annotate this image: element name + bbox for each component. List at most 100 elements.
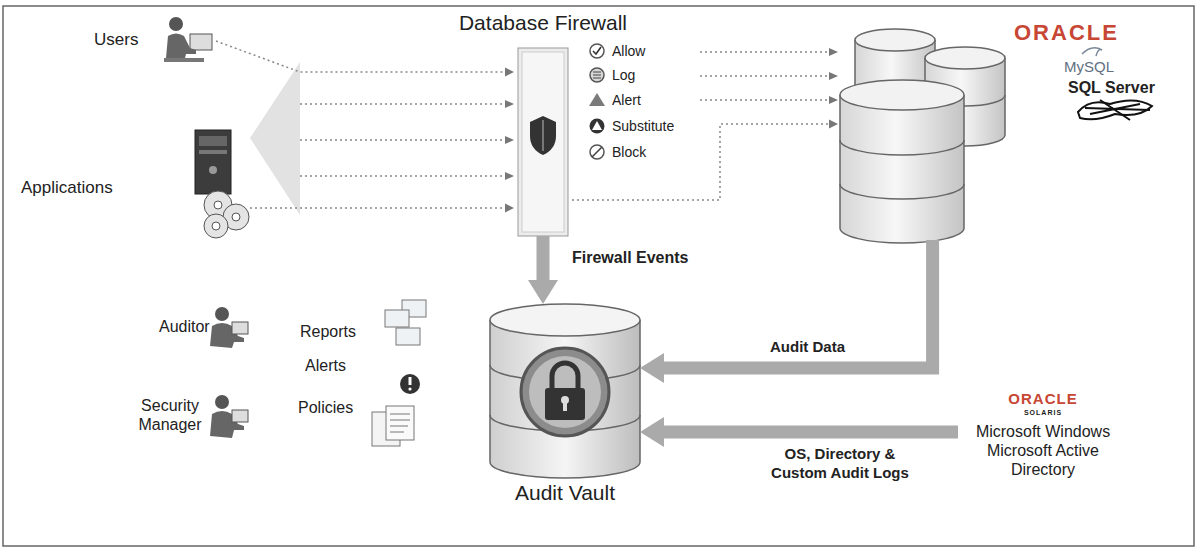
traffic-line — [300, 139, 505, 141]
disc-icon — [204, 191, 249, 238]
connector-line — [250, 207, 506, 209]
server-icon — [199, 150, 227, 154]
traffic-arrow — [216, 41, 514, 77]
scribbled-logo — [1085, 100, 1150, 120]
node-title: Users — [94, 30, 138, 50]
traffic-arrow — [250, 204, 514, 213]
user-icon — [164, 17, 212, 62]
server-icon — [195, 130, 231, 194]
lock-icon — [545, 388, 585, 420]
report-item: Reports — [300, 322, 356, 341]
database-cylinder — [840, 140, 964, 155]
action-icon — [593, 72, 601, 78]
arrow-head — [505, 68, 514, 77]
action-icon — [592, 121, 602, 130]
edge-label: Firewall Events — [572, 248, 689, 267]
user-icon — [166, 34, 196, 63]
auditor-role: Auditor — [155, 305, 214, 350]
fan-triangle — [250, 62, 300, 215]
action-substitute: Substitute — [612, 118, 674, 135]
user-icon — [164, 58, 204, 62]
application-group: Applications — [15, 128, 250, 238]
traffic-line — [700, 99, 829, 101]
node-title: Applications — [21, 178, 113, 198]
report-screens — [396, 328, 420, 345]
arrow-head — [829, 72, 838, 80]
action-icon — [590, 68, 604, 82]
policy-documents — [372, 406, 414, 446]
scribbled-logo — [1078, 100, 1152, 119]
report-screens — [385, 310, 409, 327]
action-log: Log — [612, 67, 635, 84]
firewall-device — [518, 48, 568, 236]
connector-line — [537, 236, 550, 281]
database-cylinder — [840, 95, 964, 243]
database-cylinder — [925, 47, 1005, 69]
lock-icon — [521, 348, 609, 436]
lock-icon — [563, 402, 567, 411]
alert-icon — [400, 374, 420, 394]
traffic-line — [700, 75, 829, 77]
node-title: Security Manager — [134, 396, 206, 434]
lock-icon — [529, 356, 601, 428]
action-alert: Alert — [612, 92, 641, 109]
policy-documents — [386, 406, 414, 440]
alert-icon — [400, 374, 420, 394]
arrow-head — [505, 100, 514, 108]
node-title: ORACLE — [1014, 20, 1119, 46]
node-text: Microsoft Windows — [958, 422, 1128, 441]
action-icon — [590, 44, 604, 58]
action-block: Block — [612, 144, 646, 161]
traffic-line — [300, 175, 505, 177]
node-text: SQL Server — [1068, 78, 1155, 97]
policy-item: Policies — [298, 398, 353, 417]
database-cylinder — [840, 184, 964, 199]
node-title: ORACLE — [958, 390, 1128, 408]
node-title: Auditor — [159, 317, 210, 336]
action-icon — [590, 119, 605, 134]
firewall-device — [530, 116, 556, 155]
firewall-box: Database Firewall — [514, 46, 572, 236]
node-text: Microsoft Active Directory — [958, 441, 1128, 479]
disc-icon — [212, 222, 220, 230]
action-icon — [589, 93, 605, 106]
server-icon — [209, 166, 217, 174]
arrow-head — [640, 353, 664, 383]
firewall-device — [518, 48, 568, 236]
firewall-device — [542, 120, 544, 151]
database-cylinder — [840, 29, 1005, 243]
edge-label: OS, Directory & Custom Audit Logs — [765, 444, 915, 482]
arrow-head — [829, 48, 838, 56]
security-manager-icon — [215, 395, 229, 409]
arrow-head — [505, 204, 514, 213]
security-manager-icon — [232, 410, 248, 422]
audit-vault-cylinder — [490, 320, 640, 478]
database-cylinder — [855, 29, 935, 51]
arrow-head — [829, 120, 838, 129]
alert-icon — [408, 387, 411, 390]
arrow-head — [505, 136, 514, 144]
connector-line — [572, 124, 830, 200]
disc-icon — [214, 201, 222, 209]
user-icon — [169, 17, 183, 31]
database-cylinder — [840, 80, 964, 110]
action-icon — [590, 145, 604, 159]
figure-frame — [3, 6, 1194, 546]
node-text: MySQL — [1064, 58, 1114, 76]
auditor-icon — [215, 307, 229, 321]
connector-line — [663, 426, 958, 439]
node-title: Database Firewall — [443, 10, 643, 35]
user-icon — [190, 34, 212, 50]
database-stack: ORACLEMySQLSQL Server — [838, 26, 1010, 240]
connector-line — [663, 240, 933, 368]
node-text: SOLARIS — [958, 409, 1128, 417]
data-flow-arrow — [528, 236, 558, 304]
disc-icon — [232, 213, 240, 221]
traffic-arrow — [572, 120, 838, 201]
firewall-device — [522, 52, 564, 232]
action-icon — [593, 47, 601, 54]
audit-vault-cylinder — [490, 304, 640, 336]
mysql-dolphin — [1082, 48, 1102, 56]
edge-label: Audit Data — [770, 338, 845, 356]
